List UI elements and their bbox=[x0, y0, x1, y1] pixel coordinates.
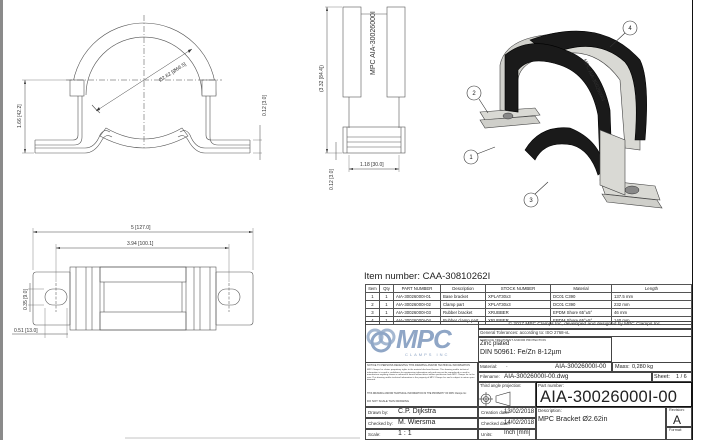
third-angle-projection-icon bbox=[479, 391, 511, 407]
side-view bbox=[342, 6, 406, 154]
checked-date-value: 14/02/2018 bbox=[504, 420, 535, 426]
projection-label: Third angle projection: bbox=[480, 383, 522, 388]
front-thickness-dim: 0.12 [3.0] bbox=[262, 95, 268, 116]
svg-text:2: 2 bbox=[472, 91, 476, 97]
notice-footer: THIS DRAWING AND/OR TECHNICAL INFORMATIO… bbox=[367, 393, 467, 395]
surface-treatment-line1: Zinc plated bbox=[480, 341, 510, 347]
front-view bbox=[34, 22, 251, 154]
description-value: MPC Bracket Ø2.62in bbox=[538, 414, 608, 423]
top-edge-dim: 0.51 [13.0] bbox=[14, 328, 38, 334]
company-logo: MPC CLAMPS INC bbox=[365, 321, 478, 361]
units-value: Inch [mm] bbox=[504, 430, 531, 436]
drawn-by-value: C.P. Dijkstra bbox=[398, 408, 436, 415]
scale-value: 1 : 1 bbox=[398, 430, 412, 437]
general-tolerances: General Tolerances: according to: ISO 27… bbox=[480, 330, 570, 335]
part-reference: AIA-30026000I-00 bbox=[555, 363, 607, 370]
surface-treatment-line2: DIN 50961: Fe/Zn 8-12µm bbox=[480, 349, 562, 356]
material-value: - bbox=[506, 364, 508, 369]
balloon-4 bbox=[622, 20, 638, 36]
copyright-text: © 2017 MPC Clamps Inc, developed and des… bbox=[508, 322, 662, 327]
drawing-frame-border bbox=[692, 0, 693, 440]
filename-value: AIA-30026000I-00.dwg bbox=[504, 373, 569, 380]
top-view bbox=[32, 266, 254, 331]
bill-of-materials-table: Item Qty PART NUMBER Description STOCK N… bbox=[365, 284, 692, 325]
top-spacing-dim: 3.94 [100.1] bbox=[127, 241, 154, 247]
part-number-value: AIA-30026000I-00 bbox=[540, 388, 678, 406]
notice-title: NOTICE TO PERSONS RECEIVING THIS DRAWING… bbox=[367, 364, 470, 367]
logo-subtext: CLAMPS INC bbox=[405, 352, 450, 357]
item-number-title: Item number: CAA-30810262I bbox=[364, 271, 491, 282]
logo-text: MPC bbox=[396, 324, 452, 354]
notice-body: MPC Clamps Inc claims proprietary rights… bbox=[367, 369, 475, 382]
svg-text:1: 1 bbox=[469, 155, 473, 161]
svg-text:4: 4 bbox=[628, 26, 632, 32]
notice-box bbox=[365, 362, 478, 407]
side-width-dim: 1.18 [30.0] bbox=[360, 162, 384, 168]
do-not-scale: DO NOT SCALE THIS DRAWING bbox=[367, 399, 410, 403]
side-engraving: MPC AIA-30026000I bbox=[370, 11, 377, 75]
front-diameter-dim: Ø2.62 [Ø66.5] bbox=[158, 61, 188, 83]
creation-date-value: 13/02/2018 bbox=[504, 409, 535, 415]
side-height-dim: (3.32 [84.4]) bbox=[319, 65, 325, 92]
checked-by-value: M. Wiersma bbox=[398, 419, 436, 426]
balloon-3 bbox=[523, 192, 539, 208]
surface-treatment-label: SURFACE TREATMENT AND/OR PROTECTION bbox=[480, 338, 546, 342]
front-height-dim: 1.66 [42.2] bbox=[17, 104, 23, 128]
revision-value: A bbox=[673, 413, 682, 427]
top-length-dim: 5 [127.0] bbox=[131, 225, 151, 231]
bom-header-row: Item Qty PART NUMBER Description STOCK N… bbox=[365, 284, 692, 293]
side-base-dim: 0.12 [3.0] bbox=[329, 169, 335, 190]
iso-view: MPC AIA-30026000I bbox=[479, 30, 663, 209]
sheet-value: 1 / 6 bbox=[676, 374, 687, 380]
svg-text:3: 3 bbox=[529, 198, 533, 204]
balloon-1 bbox=[463, 149, 479, 165]
page-left-edge bbox=[0, 0, 3, 440]
balloon-2 bbox=[466, 85, 482, 101]
top-slot-dim: 0.35 [9.0] bbox=[23, 289, 29, 310]
mass-value: 0,280 kg bbox=[632, 364, 654, 370]
